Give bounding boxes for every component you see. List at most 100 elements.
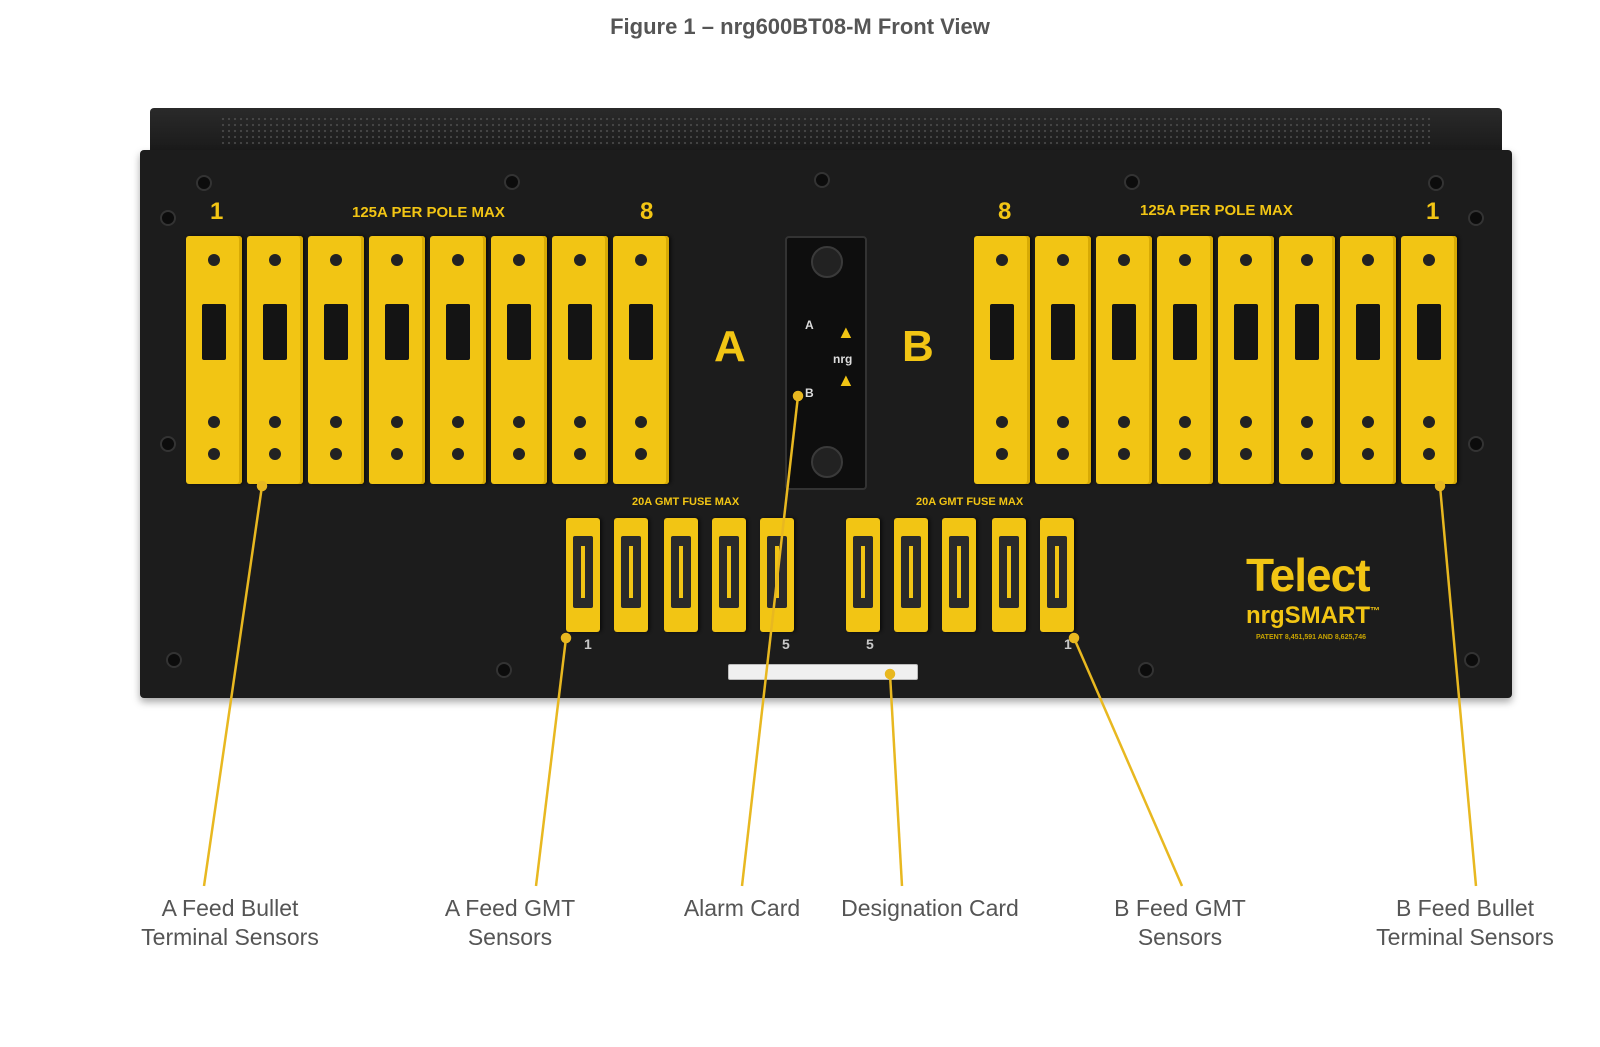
screw	[814, 172, 830, 188]
mount-hole	[208, 416, 220, 428]
b-feed-bullet-sensor-slot[interactable]	[1035, 236, 1091, 484]
vent-grille	[220, 116, 1432, 144]
sensor-window	[324, 304, 348, 360]
mount-hole	[996, 254, 1008, 266]
a-feed-bullet-sensor-slot[interactable]	[491, 236, 547, 484]
figure-title: Figure 1 – nrg600BT08-M Front View	[610, 14, 990, 39]
b-feed-bullet-sensor-slot[interactable]	[974, 236, 1030, 484]
b-feed-bullet-sensor-slot[interactable]	[1340, 236, 1396, 484]
chassis-top	[150, 108, 1502, 152]
a-feed-gmt-fuse[interactable]	[760, 518, 794, 632]
mount-hole	[996, 448, 1008, 460]
mount-hole	[452, 254, 464, 266]
telect-logo: Telect	[1246, 549, 1371, 601]
nrgsmart-logo: nrgSMART™	[1246, 602, 1380, 629]
mount-hole	[1362, 254, 1374, 266]
screw	[160, 210, 176, 226]
left-pole-max-label: 125A PER POLE MAX	[352, 204, 505, 221]
mount-hole	[574, 448, 586, 460]
mount-hole	[452, 416, 464, 428]
sensor-window	[990, 304, 1014, 360]
alarm-label-a: A	[805, 318, 814, 332]
sensor-window	[263, 304, 287, 360]
a-feed-bullet-sensor-slot[interactable]	[308, 236, 364, 484]
a-feed-bullet-sensor-slot[interactable]	[430, 236, 486, 484]
mount-hole	[208, 254, 220, 266]
mount-hole	[1362, 448, 1374, 460]
b-feed-bullet-sensor-slot[interactable]	[1157, 236, 1213, 484]
mount-hole	[1057, 254, 1069, 266]
fuse-window	[573, 536, 593, 608]
mount-hole	[1362, 416, 1374, 428]
leader-designation	[888, 673, 904, 887]
screw	[496, 662, 512, 678]
sensor-window	[1173, 304, 1197, 360]
b-feed-gmt-fuse[interactable]	[846, 518, 880, 632]
a-feed-bullet-sensor-slot[interactable]	[186, 236, 242, 484]
screw	[160, 436, 176, 452]
sensor-window	[1417, 304, 1441, 360]
a-feed-bullet-sensor-slot[interactable]	[369, 236, 425, 484]
a-feed-gmt-fuse[interactable]	[664, 518, 698, 632]
b-feed-gmt-fuse[interactable]	[1040, 518, 1074, 632]
sensor-window	[1356, 304, 1380, 360]
left-slot-number-last: 8	[640, 198, 654, 225]
mount-hole	[574, 416, 586, 428]
sensor-window	[1234, 304, 1258, 360]
mount-hole	[635, 416, 647, 428]
fuse-window	[621, 536, 641, 608]
mount-hole	[391, 254, 403, 266]
right-slot-number-first: 8	[998, 198, 1012, 225]
mount-hole	[574, 254, 586, 266]
mount-hole	[330, 254, 342, 266]
a-feed-gmt-fuse[interactable]	[712, 518, 746, 632]
alarm-label-b: B	[805, 386, 814, 400]
mount-hole	[1179, 254, 1191, 266]
b-feed-bullet-sensor-slot[interactable]	[1218, 236, 1274, 484]
a-feed-bullet-sensor-slot[interactable]	[247, 236, 303, 484]
a-feed-gmt-fuse[interactable]	[566, 518, 600, 632]
right-slot-number-last: 1	[1426, 198, 1440, 225]
b-feed-bullet-sensor-slot[interactable]	[1401, 236, 1457, 484]
screw	[196, 175, 212, 191]
fuse-window	[949, 536, 969, 608]
screw	[1464, 652, 1480, 668]
b-feed-gmt-fuse[interactable]	[992, 518, 1026, 632]
fuse-window	[1047, 536, 1067, 608]
fuse-window	[999, 536, 1019, 608]
b-feed-gmt-fuse[interactable]	[942, 518, 976, 632]
screw	[1468, 436, 1484, 452]
mount-hole	[269, 254, 281, 266]
b-feed-bullet-sensor-slot[interactable]	[1279, 236, 1335, 484]
fuse-window	[719, 536, 739, 608]
b-feed-bullet-sensor-slot[interactable]	[1096, 236, 1152, 484]
mount-hole	[1179, 416, 1191, 428]
a-feed-bullet-sensor-slot[interactable]	[613, 236, 669, 484]
mount-hole	[1118, 254, 1130, 266]
sensor-window	[629, 304, 653, 360]
sensor-window	[385, 304, 409, 360]
screw	[1124, 174, 1140, 190]
mount-hole	[996, 416, 1008, 428]
mount-hole	[452, 448, 464, 460]
sensor-window	[1051, 304, 1075, 360]
mount-hole	[391, 416, 403, 428]
fuse-window	[901, 536, 921, 608]
b-fuse-max-label: 20A GMT FUSE MAX	[916, 496, 1024, 508]
a-feed-bullet-sensor-slot[interactable]	[552, 236, 608, 484]
alarm-card[interactable]: A ▲ nrg ▲ B	[785, 236, 867, 490]
screw	[504, 174, 520, 190]
feed-b-label: B	[902, 322, 934, 371]
mount-hole	[635, 254, 647, 266]
b-feed-gmt-fuse[interactable]	[894, 518, 928, 632]
screw	[166, 652, 182, 668]
a-feed-gmt-fuse[interactable]	[614, 518, 648, 632]
mount-hole	[1423, 416, 1435, 428]
screw	[1468, 210, 1484, 226]
a-fuse-number-1: 1	[584, 636, 592, 652]
b-fuse-number-1: 1	[1064, 636, 1072, 652]
designation-card[interactable]	[728, 664, 918, 680]
